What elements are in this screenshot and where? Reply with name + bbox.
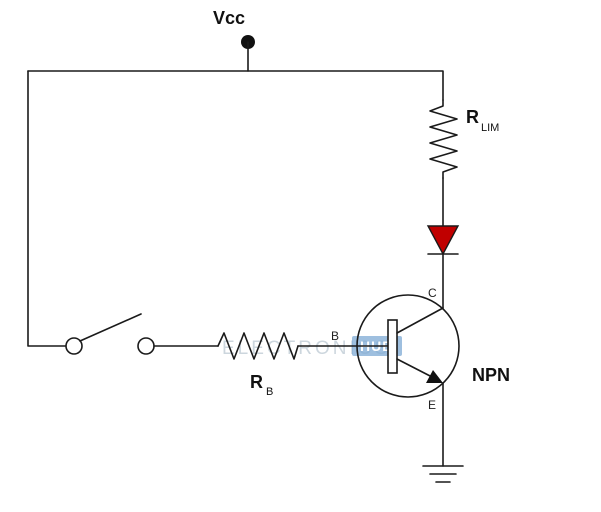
led-triangle [426, 225, 460, 256]
ground-symbol [422, 465, 464, 483]
led [426, 225, 460, 256]
collector-pin-label: C [428, 286, 437, 300]
switch-contact-left [65, 337, 83, 355]
base-resistor-label: R [250, 372, 263, 392]
vcc-terminal: Vcc [213, 8, 255, 72]
transistor-type-label: NPN [472, 365, 510, 385]
top-rail-wire [27, 70, 444, 101]
vcc-label: Vcc [213, 8, 245, 28]
limiting-resistor-label-sub: LIM [481, 122, 499, 134]
transistor-emitter-arrow [426, 370, 443, 383]
limiting-resistor: R LIM [429, 99, 499, 179]
transistor-body [356, 294, 460, 398]
base-resistor-zigzag [217, 332, 299, 360]
npn-transistor: C B E NPN [331, 286, 510, 412]
switch[interactable] [65, 313, 155, 355]
transistor-emitter-lead [396, 358, 435, 379]
watermark-text: ELECTRONICS [222, 338, 390, 359]
switch-lever [79, 313, 142, 342]
switch-contact-right [137, 337, 155, 355]
limiting-resistor-zigzag [429, 99, 458, 179]
transistor-collector-lead [396, 307, 444, 334]
transistor-base-bar [387, 319, 398, 374]
base-pin-label: B [331, 329, 339, 343]
base-resistor: R B [217, 332, 299, 398]
base-resistor-label-sub: B [266, 386, 273, 398]
left-rail-wire [27, 70, 67, 347]
emitter-pin-label: E [428, 398, 436, 412]
limiting-resistor-label: R [466, 107, 479, 127]
